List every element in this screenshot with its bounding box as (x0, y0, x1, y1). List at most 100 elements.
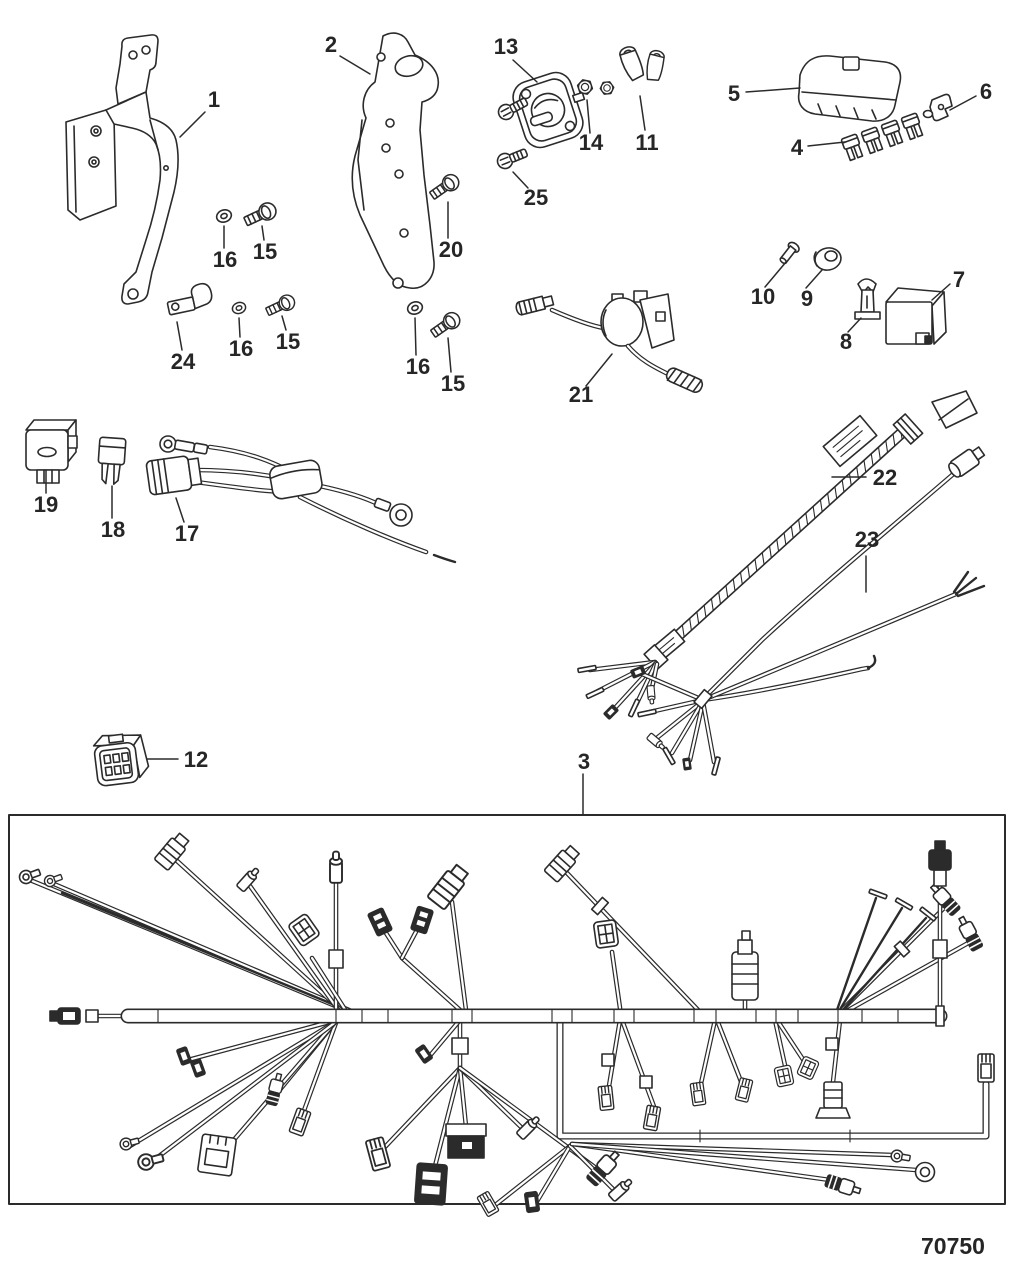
wire-core (310, 956, 348, 1013)
callout-25: 25 (524, 185, 548, 210)
wrap-line (827, 492, 830, 506)
wrap-line (885, 440, 889, 454)
part-12-connector (92, 733, 150, 787)
drawing-number: 70750 (921, 1233, 985, 1259)
wrap-line (877, 446, 881, 460)
part-5-fuse-cover (797, 55, 902, 122)
part-22-wrapped-harness (576, 390, 978, 720)
wire-core (773, 1018, 788, 1072)
part-17-jumper-harness (145, 435, 457, 564)
wrap-line (783, 532, 787, 546)
wire-core (688, 700, 705, 762)
part-15-bolt-b (263, 291, 298, 320)
callout-10: 10 (751, 284, 775, 309)
part-9-grommet (813, 247, 842, 271)
part-1-mounting-bracket (65, 34, 179, 305)
wrap-line (725, 584, 729, 598)
callout-15c: 15 (441, 371, 465, 396)
wrap-line (769, 545, 772, 559)
wire-core (382, 1066, 462, 1150)
wire-core (564, 870, 702, 1014)
callout-22: 22 (873, 465, 897, 490)
wire-core (701, 592, 958, 702)
wire-core (248, 884, 341, 1013)
trumpet-connector (815, 1037, 851, 1119)
wrap-line (739, 571, 743, 585)
collar (328, 949, 344, 969)
wrap-line (681, 624, 685, 638)
wire-core (626, 344, 668, 375)
wrap-line (892, 433, 896, 447)
part-3-main-harness (16, 830, 995, 1218)
callout-4: 4 (791, 135, 804, 160)
wire-core (570, 1142, 918, 1172)
wrap-line (790, 525, 794, 539)
callout-19: 19 (34, 492, 58, 517)
wrap-line (776, 538, 780, 552)
callout-16a: 16 (213, 247, 237, 272)
wrap-line (798, 519, 801, 533)
callout-14: 14 (579, 130, 604, 155)
part-16-washer-c (405, 298, 425, 318)
callout-3: 3 (578, 749, 590, 774)
callout-24: 24 (171, 349, 196, 374)
part-16-washer-a (214, 206, 234, 226)
wire-core (650, 662, 659, 690)
wire-core (656, 699, 705, 739)
wire-core (570, 1142, 832, 1182)
part-15-bolt-a (241, 199, 280, 231)
wire-core (715, 1018, 744, 1086)
callout-20: 20 (439, 237, 463, 262)
callout-12: 12 (184, 747, 208, 772)
socket-connector (197, 1133, 237, 1177)
wrap-line (863, 459, 867, 473)
wrap-line (710, 598, 714, 612)
part-14-nut-b (599, 80, 615, 96)
callout-21: 21 (569, 382, 593, 407)
wrap-line (718, 591, 722, 605)
wrap-line (812, 505, 816, 519)
wire-core (534, 1144, 572, 1205)
part-2-bracket-plate (351, 32, 440, 289)
wire-core (831, 1018, 842, 1084)
wrap-line (747, 565, 751, 579)
wire-core (841, 940, 972, 1015)
trunk-segment-ticks (157, 1008, 899, 1024)
callout-5: 5 (728, 81, 740, 106)
part-13-circuit-breaker (512, 71, 586, 149)
wire-core (620, 1018, 658, 1114)
callout-18: 18 (101, 517, 125, 542)
wire-core (588, 660, 657, 672)
wire-core (174, 858, 344, 1013)
wire-core (557, 1017, 989, 1139)
wire-core (300, 1018, 339, 1118)
part-14-nut-a (575, 78, 595, 96)
wire-core (128, 1019, 339, 1148)
wire-core (432, 1066, 462, 1172)
riser-right-connector (928, 840, 952, 959)
leader-lines (45, 55, 977, 815)
wrap-line (834, 486, 838, 500)
wire-core (701, 700, 716, 764)
wrap-line (696, 611, 700, 625)
callout-11: 11 (635, 130, 658, 155)
collar (590, 896, 610, 916)
wire-core (634, 661, 658, 707)
wire-core (610, 950, 622, 1010)
callout-6: 6 (980, 79, 992, 104)
part-11-terminal-boot-b (643, 48, 667, 83)
wire-core (186, 1018, 339, 1062)
wire-core (400, 956, 462, 1012)
callouts: 1 2 3 4 5 6 7 8 9 10 11 12 13 14 15 15 1… (34, 32, 992, 1259)
part-7-relay (885, 287, 947, 345)
callout-8: 8 (840, 329, 852, 354)
callout-17: 17 (175, 521, 199, 546)
wire-core (698, 1018, 717, 1090)
collar (601, 1053, 615, 1067)
wrap-line (805, 512, 809, 526)
wire-core (596, 660, 657, 693)
harness-tag (822, 414, 878, 468)
wrap-line (848, 472, 852, 486)
